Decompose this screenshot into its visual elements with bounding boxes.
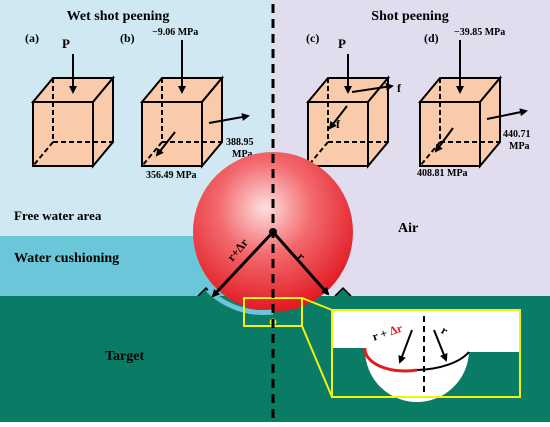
stress-right-unit-d: MPa <box>509 141 530 152</box>
water-cushion-label: Water cushioning <box>14 251 119 266</box>
stress-top-b: −9.06 MPa <box>152 27 198 38</box>
stress-top-d: −39.85 MPa <box>454 27 505 38</box>
stress-right-unit-b: MPa <box>232 149 253 160</box>
inset-label-left-prefix: r + <box>370 325 391 344</box>
friction-label-inner-c: f <box>336 117 341 131</box>
radius-arrow-right <box>271 231 330 296</box>
inset-arrow-right <box>433 329 448 362</box>
stress-arrow-right-d <box>486 108 528 120</box>
friction-arrow-right-c <box>351 82 394 93</box>
cube-b: (b) −9.06 MPa 388.95 MPa 356.49 MPa <box>120 27 254 181</box>
stress-bottom-d: 408.81 MPa <box>417 168 468 179</box>
free-water-label: Free water area <box>14 208 102 223</box>
inset-label-left-delta: Δr <box>388 321 405 338</box>
inset-arrow-left <box>398 329 413 364</box>
panel-label-a: (a) <box>25 31 39 45</box>
load-p-label-a: P <box>62 36 70 51</box>
stress-arrow-inner-d <box>434 127 454 153</box>
stress-right-value-d: 440.71 <box>503 129 531 140</box>
zoom-connector-top <box>301 297 333 311</box>
cube-a: (a) P <box>25 31 116 169</box>
panel-label-c: (c) <box>306 31 319 45</box>
load-p-label-c: P <box>338 36 346 51</box>
radius-arrow-left <box>211 230 275 298</box>
air-label: Air <box>398 221 418 236</box>
target-label: Target <box>105 349 144 364</box>
cube-d: (d) −39.85 MPa 440.71 MPa 408.81 MPa <box>417 27 531 179</box>
stress-right-value-b: 388.95 <box>226 137 254 148</box>
inset-label-left: r + Δr <box>370 321 404 344</box>
panel-label-d: (d) <box>424 31 439 45</box>
stress-arrow-inner-b <box>155 131 176 157</box>
cube-c: (c) P f f <box>305 31 402 169</box>
friction-arrow-inner-c <box>328 105 348 130</box>
inset-zoom: r + Δr r <box>331 309 521 403</box>
panel-label-b: (b) <box>120 31 135 45</box>
friction-label-right-c: f <box>397 81 402 95</box>
stress-arrow-right-b <box>208 113 250 124</box>
header-shot-peening: Shot peening <box>371 9 448 24</box>
crater-rim-right <box>334 286 352 297</box>
inset-deformed-arc <box>363 347 418 373</box>
zoom-connector-bottom <box>301 325 333 398</box>
stress-bottom-b: 356.49 MPa <box>146 170 197 181</box>
header-wet-shot-peening: Wet shot peening <box>67 9 170 24</box>
inset-border <box>331 309 521 398</box>
